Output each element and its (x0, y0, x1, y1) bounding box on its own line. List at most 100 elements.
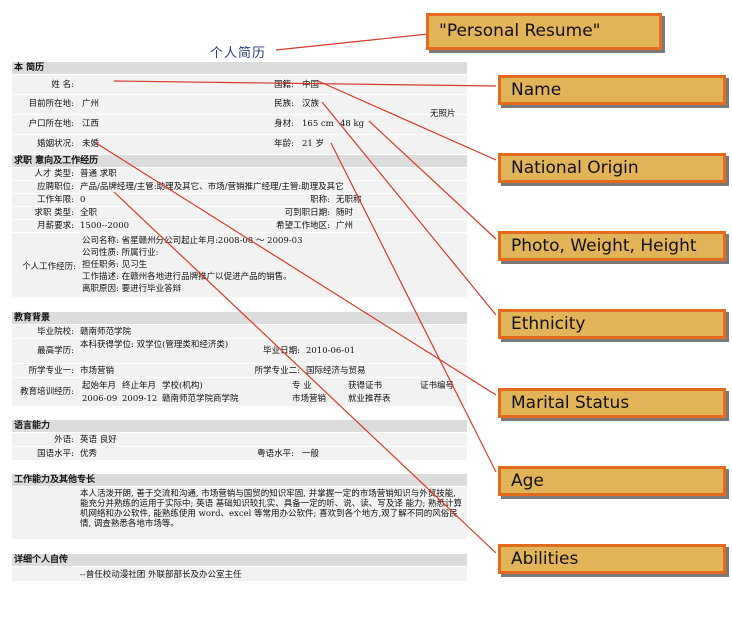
location-value: 广州 (336, 221, 354, 231)
foreign-label: 外语: (54, 435, 74, 445)
leader-line-title (275, 33, 429, 51)
training-cell: 市场营销 (292, 394, 327, 404)
row-residence (12, 95, 467, 115)
row-position (12, 181, 467, 194)
leader-line-abilities (113, 191, 497, 554)
callout-age: Age (498, 466, 726, 496)
leader-line-national-origin (317, 80, 497, 161)
section-intent-header: 求职 意向及工作经历 (12, 155, 467, 167)
nationality-label: 国籍: (274, 80, 294, 90)
experience-line: 离职原因: 要进行毕业答辩 (82, 284, 182, 294)
school-label: 毕业院校: (37, 327, 74, 337)
training-header-cell: 证书编号 (420, 381, 455, 391)
major1-value: 市场营销 (80, 366, 115, 376)
callout-name: Name (498, 75, 726, 105)
job-title-label: 职称: (310, 195, 330, 205)
age-value: 21 岁 (302, 139, 325, 149)
marital-value: 未婚 (82, 139, 100, 149)
resume-title: 个人简历 (210, 46, 267, 61)
section-self-eval-header: 详细个人自传 (12, 554, 467, 566)
section-education-header: 教育背景 (12, 312, 467, 324)
hukou-value: 江西 (82, 119, 100, 129)
section-language-header: 语言能力 (12, 420, 467, 432)
row-job-type (12, 207, 467, 220)
height-label: 身材: (274, 119, 294, 129)
leader-line-age (330, 142, 497, 473)
row-abilities (12, 487, 467, 540)
job-title-value: 无职称 (336, 195, 362, 205)
talent-type-label: 人才 类型: (34, 169, 74, 179)
callout-abilities: Abilities (498, 544, 726, 574)
mandarin-label: 国语水平: (37, 449, 74, 459)
photo-placeholder: 无照片 (430, 109, 456, 119)
training-header-cell: 学校(机构) (162, 381, 203, 391)
experience-line: 担任职务: 见习生 (82, 260, 148, 270)
experience-line: 工作描述: 在赣州各地进行品牌推广以促进产品的销售。 (82, 272, 292, 282)
location-label: 希望工作地区: (276, 221, 330, 231)
major2-value: 国际经济与贸易 (306, 366, 366, 376)
ethnicity-label: 民族: (274, 99, 294, 109)
hukou-label: 户口所在地: (28, 119, 74, 129)
row-major (12, 364, 467, 378)
mandarin-value: 优秀 (80, 449, 98, 459)
resume-document: 个人简历 本 简历 姓 名: 国籍: 中国 目前所在地: 广州 民族: 汉族 户… (12, 46, 467, 582)
major2-label: 所学专业二: (254, 366, 300, 376)
leader-line-ethnicity (321, 101, 497, 316)
available-label: 可到职日期: (284, 208, 330, 218)
leader-line-marital-status (95, 142, 497, 396)
row-training (12, 378, 467, 407)
salary-value: 1500--2000 (80, 221, 130, 231)
training-header-cell: 专 业 (292, 381, 312, 391)
marital-label: 婚姻状况: (37, 139, 74, 149)
row-salary (12, 220, 467, 233)
job-type-label: 求职 类型: (34, 208, 74, 218)
training-label: 教育培训经历: (20, 387, 74, 397)
salary-label: 月薪要求: (37, 221, 74, 231)
foreign-value: 英语 良好 (80, 435, 117, 445)
position-value: 产品/品牌经理/主管:助理及其它、市场/营销推广经理/主管:助理及其它 (80, 182, 344, 192)
experience-label: 个人工作经历: (22, 262, 76, 272)
school-value: 赣南师范学院 (80, 327, 132, 337)
training-header-cell: 起始年月 (82, 381, 117, 391)
name-label: 姓 名: (51, 80, 74, 90)
height-value: 165 cm (302, 119, 334, 129)
ethnicity-value: 汉族 (302, 99, 320, 109)
training-cell: 2006-09 (82, 394, 118, 404)
experience-line: 公司名称: 省星赣州分公司起止年月:2008-08 ～ 2009-03 (82, 236, 303, 246)
row-hukou (12, 115, 467, 135)
training-cell: 就业推荐表 (348, 394, 391, 404)
grad-date-value: 2010-06-01 (306, 346, 356, 356)
row-self-eval (12, 567, 467, 582)
row-foreign (12, 433, 467, 447)
callout-ethnicity: Ethnicity (498, 309, 726, 339)
position-label: 应聘职位: (37, 182, 74, 192)
training-cell: 赣南师范学院商学院 (162, 394, 239, 404)
section-basic-header: 本 简历 (12, 62, 467, 74)
row-name (12, 75, 467, 95)
weight-value: 48 kg (340, 119, 365, 129)
abilities-text: 本人活泼开朗, 善于交流和沟通, 市场营销与国贸的知识牢固, 并掌握一定的市场营… (80, 489, 463, 529)
available-value: 随时 (336, 208, 354, 218)
row-experience (12, 233, 467, 298)
leader-line-photo-weight-height (368, 120, 497, 240)
years-label: 工作年限: (37, 195, 74, 205)
residence-label: 目前所在地: (28, 99, 74, 109)
residence-value: 广州 (82, 99, 100, 109)
training-header-cell: 终止年月 (122, 381, 157, 391)
section-abilities-header: 工作能力及其他专长 (12, 474, 467, 486)
experience-line: 公司性质: 所属行业: (82, 248, 159, 258)
row-school (12, 325, 467, 339)
degree-label: 最高学历: (37, 346, 74, 356)
cantonese-value: 一般 (302, 449, 320, 459)
callout-marital-status: Marital Status (498, 388, 726, 418)
major1-label: 所学专业一: (28, 366, 74, 376)
row-talent-type (12, 168, 467, 181)
training-header-cell: 获得证书 (348, 381, 383, 391)
row-dialect (12, 447, 467, 461)
years-value: 0 (80, 195, 86, 205)
callout-personal-resume: "Personal Resume" (426, 13, 662, 50)
row-degree (12, 339, 467, 364)
degree-value: 本科获得学位: 双学位(管理类和经济类) (80, 340, 229, 350)
job-type-value: 全职 (80, 208, 98, 218)
